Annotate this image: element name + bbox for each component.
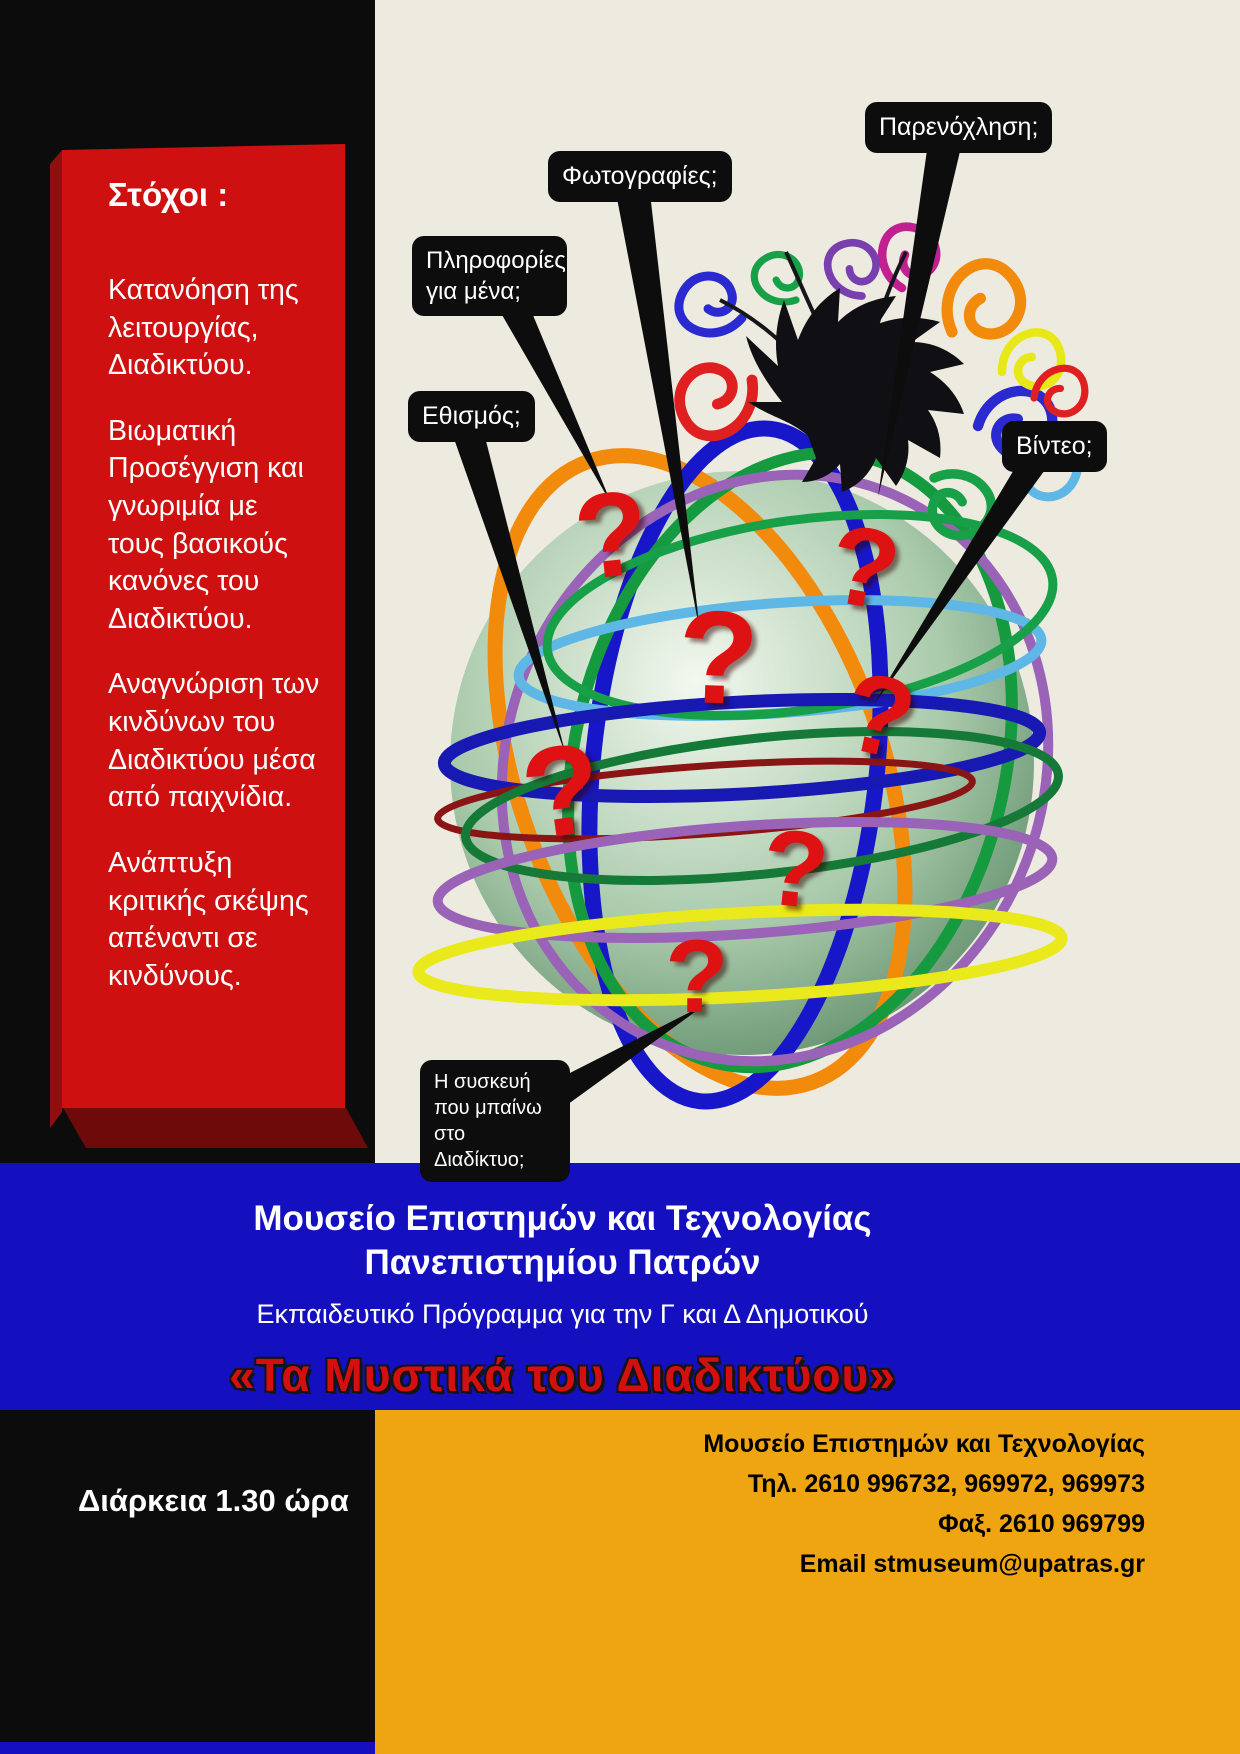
callout-personal-info-label: Πληροφορίες για μένα; — [426, 247, 566, 306]
contact-phone: Τηλ. 2610 996732, 969972, 969973 — [747, 1470, 1145, 1498]
goals-panel: Στόχοι : Κατανόηση της λειτουργίας, Διαδ… — [108, 176, 320, 1023]
globe — [412, 420, 1068, 1110]
callout-addiction: Εθισμός; — [408, 391, 535, 442]
blue-band — [0, 1163, 1240, 1410]
callout-video-label: Βίντεο; — [1016, 432, 1093, 460]
banner-museum-line2: Πανεπιστημίου Πατρών — [364, 1243, 761, 1282]
callout-video: Βίντεο; — [1002, 421, 1107, 472]
blue-bottom-strip — [0, 1742, 375, 1754]
goals-title: Στόχοι : — [108, 176, 229, 213]
goal-item: Αναγνώριση των κινδύνων του Διαδικτύου μ… — [108, 668, 320, 814]
question-mark-icon: ? — [755, 804, 835, 933]
banner-museum-line1: Μουσείο Επιστημών και Τεχνολογίας — [253, 1199, 872, 1238]
question-mark-icon: ? — [675, 582, 762, 733]
callout-device: Η συσκευή που μπαίνω στο Διαδίκτυο; — [420, 1060, 570, 1182]
goal-item: Βιωματική Προσέγγιση και γνωριμία με του… — [108, 414, 304, 635]
question-mark-icon: ? — [665, 919, 729, 1035]
goal-item: Ανάπτυξη κριτικής σκέψης απέναντι σε κιν… — [108, 846, 309, 992]
callout-personal-info: Πληροφορίες για μένα; — [412, 236, 567, 317]
question-mark-icon: ? — [568, 464, 656, 606]
callout-harassment-label: Παρενόχληση; — [879, 113, 1039, 141]
banner: Μουσείο Επιστημών και Τεχνολογίας Πανεπι… — [0, 1163, 1125, 1402]
program-title: «Τα Μυστικά του Διαδικτύου» — [229, 1349, 896, 1401]
contact-fax: Φαξ. 2610 969799 — [938, 1510, 1145, 1538]
callout-addiction-label: Εθισμός; — [422, 402, 521, 430]
callout-tails — [452, 143, 1050, 1110]
callout-device-label: Η συσκευή που μπαίνω στο Διαδίκτυο; — [434, 1071, 542, 1171]
callout-photos: Φωτογραφίες; — [548, 151, 732, 202]
callout-harassment: Παρενόχληση; — [865, 102, 1053, 153]
red-panel — [50, 144, 368, 1148]
orange-footer-block — [375, 1410, 1240, 1754]
contact-block: Μουσείο Επιστημών και Τεχνολογίας Τηλ. 2… — [375, 1424, 1145, 1584]
callout-photos-label: Φωτογραφίες; — [562, 162, 718, 190]
contact-museum: Μουσείο Επιστημών και Τεχνολογίας — [703, 1430, 1145, 1458]
duration-label: Διάρκεια 1.30 ώρα — [78, 1483, 349, 1518]
goal-item: Κατανόηση της λειτουργίας, Διαδικτύου. — [108, 274, 299, 382]
banner-program: Εκπαιδευτικό Πρόγραμμα για την Γ και Δ Δ… — [256, 1299, 869, 1329]
contact-email: Email stmuseum@upatras.gr — [799, 1550, 1145, 1578]
